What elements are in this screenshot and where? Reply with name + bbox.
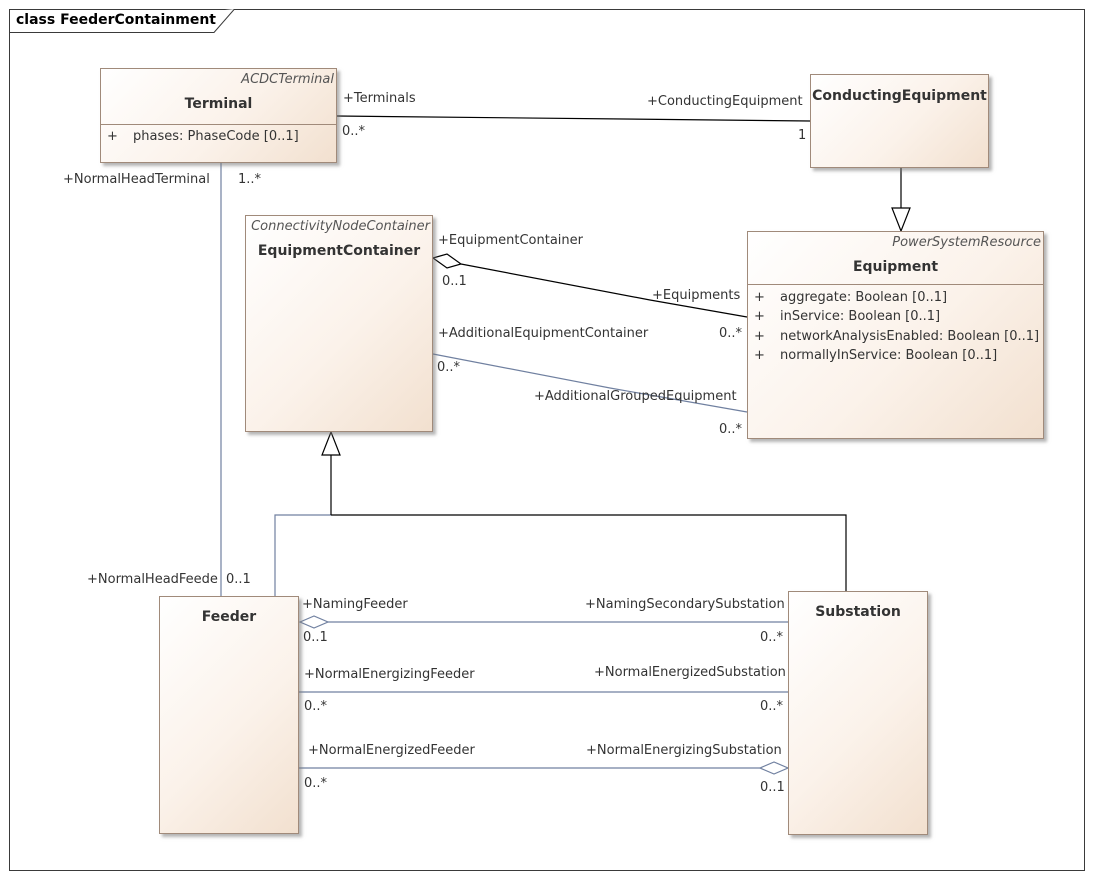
- equipment-container-aggregation-diamond: [431, 253, 463, 269]
- normal-head-terminal-role-label: +NormalHeadTerminal: [63, 172, 210, 187]
- normal-head-feeder-multiplicity-label: 0..1: [226, 572, 251, 587]
- feeder-generalization-line: [274, 514, 331, 596]
- conducting-equipment-role-label: +ConductingEquipment: [647, 94, 803, 109]
- normal-energized-substation-multiplicity-label: 0..*: [760, 699, 784, 714]
- equipment-separator: [748, 284, 1043, 285]
- equipment-container-name: EquipmentContainer: [257, 243, 421, 259]
- normal-energized-feeder-multiplicity-label: 0..*: [304, 776, 328, 791]
- normal-energizing-feeder-role-label: +NormalEnergizingFeeder: [304, 667, 475, 682]
- terminal-name: Terminal: [184, 96, 253, 112]
- frame-title-tab: [9, 9, 235, 33]
- feeder-name: Feeder: [201, 609, 257, 625]
- naming-secondary-substation-multiplicity-label: 0..*: [760, 630, 784, 645]
- normal-energizing-substation-role-label: +NormalEnergizingSubstation: [586, 743, 782, 758]
- attribute-visibility: +: [754, 328, 765, 344]
- terminal-separator: [101, 124, 336, 125]
- naming-feeder-diamond: [298, 615, 330, 629]
- equipments-role-label: +Equipments: [652, 288, 741, 303]
- substation-generalization-line: [331, 514, 847, 591]
- equipment-attribute: + networkAnalysisEnabled: Boolean [0..1]: [754, 327, 1039, 346]
- additional-equipment-container-multiplicity-label: 0..*: [437, 360, 461, 375]
- class-equipment[interactable]: PowerSystemResource Equipment + aggregate…: [747, 231, 1044, 439]
- class-terminal[interactable]: ACDCTerminal Terminal + phases: PhaseCode…: [100, 68, 337, 163]
- normal-energizing-substation-diamond: [758, 761, 790, 775]
- equipment-attribute: + aggregate: Boolean [0..1]: [754, 288, 1039, 307]
- attribute-visibility: +: [754, 309, 765, 325]
- class-substation[interactable]: Substation: [788, 591, 928, 835]
- terminal-conducting-equipment-association: [336, 115, 811, 122]
- attribute-text: networkAnalysisEnabled: Boolean [0..1]: [780, 328, 1040, 344]
- naming-feeder-role-label: +NamingFeeder: [302, 597, 408, 612]
- terminals-multiplicity-label: 0..*: [342, 124, 366, 139]
- class-feeder[interactable]: Feeder: [159, 596, 299, 834]
- naming-feeder-multiplicity-label: 0..1: [303, 630, 328, 645]
- attribute-visibility: +: [754, 290, 765, 305]
- equipment-name: Equipment: [852, 259, 939, 275]
- equipment-container-stereotype: ConnectivityNodeContainer: [251, 219, 430, 234]
- attribute-text: normallyInService: Boolean [0..1]: [780, 347, 998, 363]
- equipment-container-generalization-arrow: [321, 430, 341, 456]
- normal-energizing-substation-multiplicity-label: 0..1: [760, 780, 785, 795]
- equipments-multiplicity-label: 0..*: [719, 326, 743, 341]
- equipment-container-multiplicity-label: 0..1: [442, 274, 467, 289]
- conducting-equipment-multiplicity-label: 1: [798, 128, 807, 143]
- attribute-visibility: +: [754, 347, 765, 363]
- additional-grouped-equipment-multiplicity-label: 0..*: [719, 422, 743, 437]
- terminal-attribute: + phases: PhaseCode [0..1]: [107, 127, 299, 146]
- equipment-attribute: + inService: Boolean [0..1]: [754, 307, 1039, 326]
- terminals-role-label: +Terminals: [343, 91, 416, 106]
- normal-head-feeder-role-label: +NormalHeadFeede: [87, 572, 218, 587]
- attribute-text: phases: PhaseCode [0..1]: [133, 129, 299, 144]
- diagram-frame: [9, 9, 1085, 871]
- equipment-attributes: + aggregate: Boolean [0..1] + inService: B…: [754, 288, 1039, 365]
- equipment-container-role-label: +EquipmentContainer: [438, 233, 583, 248]
- normal-energized-feeder-role-label: +NormalEnergizedFeeder: [308, 743, 475, 758]
- conducting-equipment-name: ConductingEquipment: [812, 88, 987, 104]
- normal-energized-substation-role-label: +NormalEnergizedSubstation: [594, 665, 786, 680]
- additional-equipment-association: [432, 353, 748, 413]
- conducting-equipment-generalization-arrow: [891, 207, 911, 233]
- attribute-text: inService: Boolean [0..1]: [780, 309, 941, 325]
- equipment-attribute: + normallyInService: Boolean [0..1]: [754, 346, 1039, 365]
- substation-name: Substation: [815, 604, 901, 620]
- terminal-stereotype: ACDCTerminal: [241, 72, 334, 87]
- additional-equipment-container-role-label: +AdditionalEquipmentContainer: [438, 326, 649, 341]
- normal-head-terminal-multiplicity-label: 1..*: [238, 172, 262, 187]
- additional-grouped-equipment-role-label: +AdditionalGroupedEquipment: [534, 389, 737, 404]
- terminal-attributes: + phases: PhaseCode [0..1]: [107, 127, 299, 146]
- diagram-title: class FeederContainment: [16, 12, 216, 28]
- attribute-text: aggregate: Boolean [0..1]: [780, 290, 948, 305]
- attribute-visibility: +: [107, 129, 118, 144]
- class-conducting-equipment[interactable]: ConductingEquipment: [810, 74, 989, 168]
- equipment-stereotype: PowerSystemResource: [892, 235, 1041, 250]
- class-equipment-container[interactable]: ConnectivityNodeContainer EquipmentConta…: [245, 215, 433, 432]
- naming-secondary-substation-role-label: +NamingSecondarySubstation: [585, 597, 785, 612]
- equipment-container-equipments-aggregation: [460, 263, 748, 318]
- normal-energizing-feeder-multiplicity-label: 0..*: [304, 699, 328, 714]
